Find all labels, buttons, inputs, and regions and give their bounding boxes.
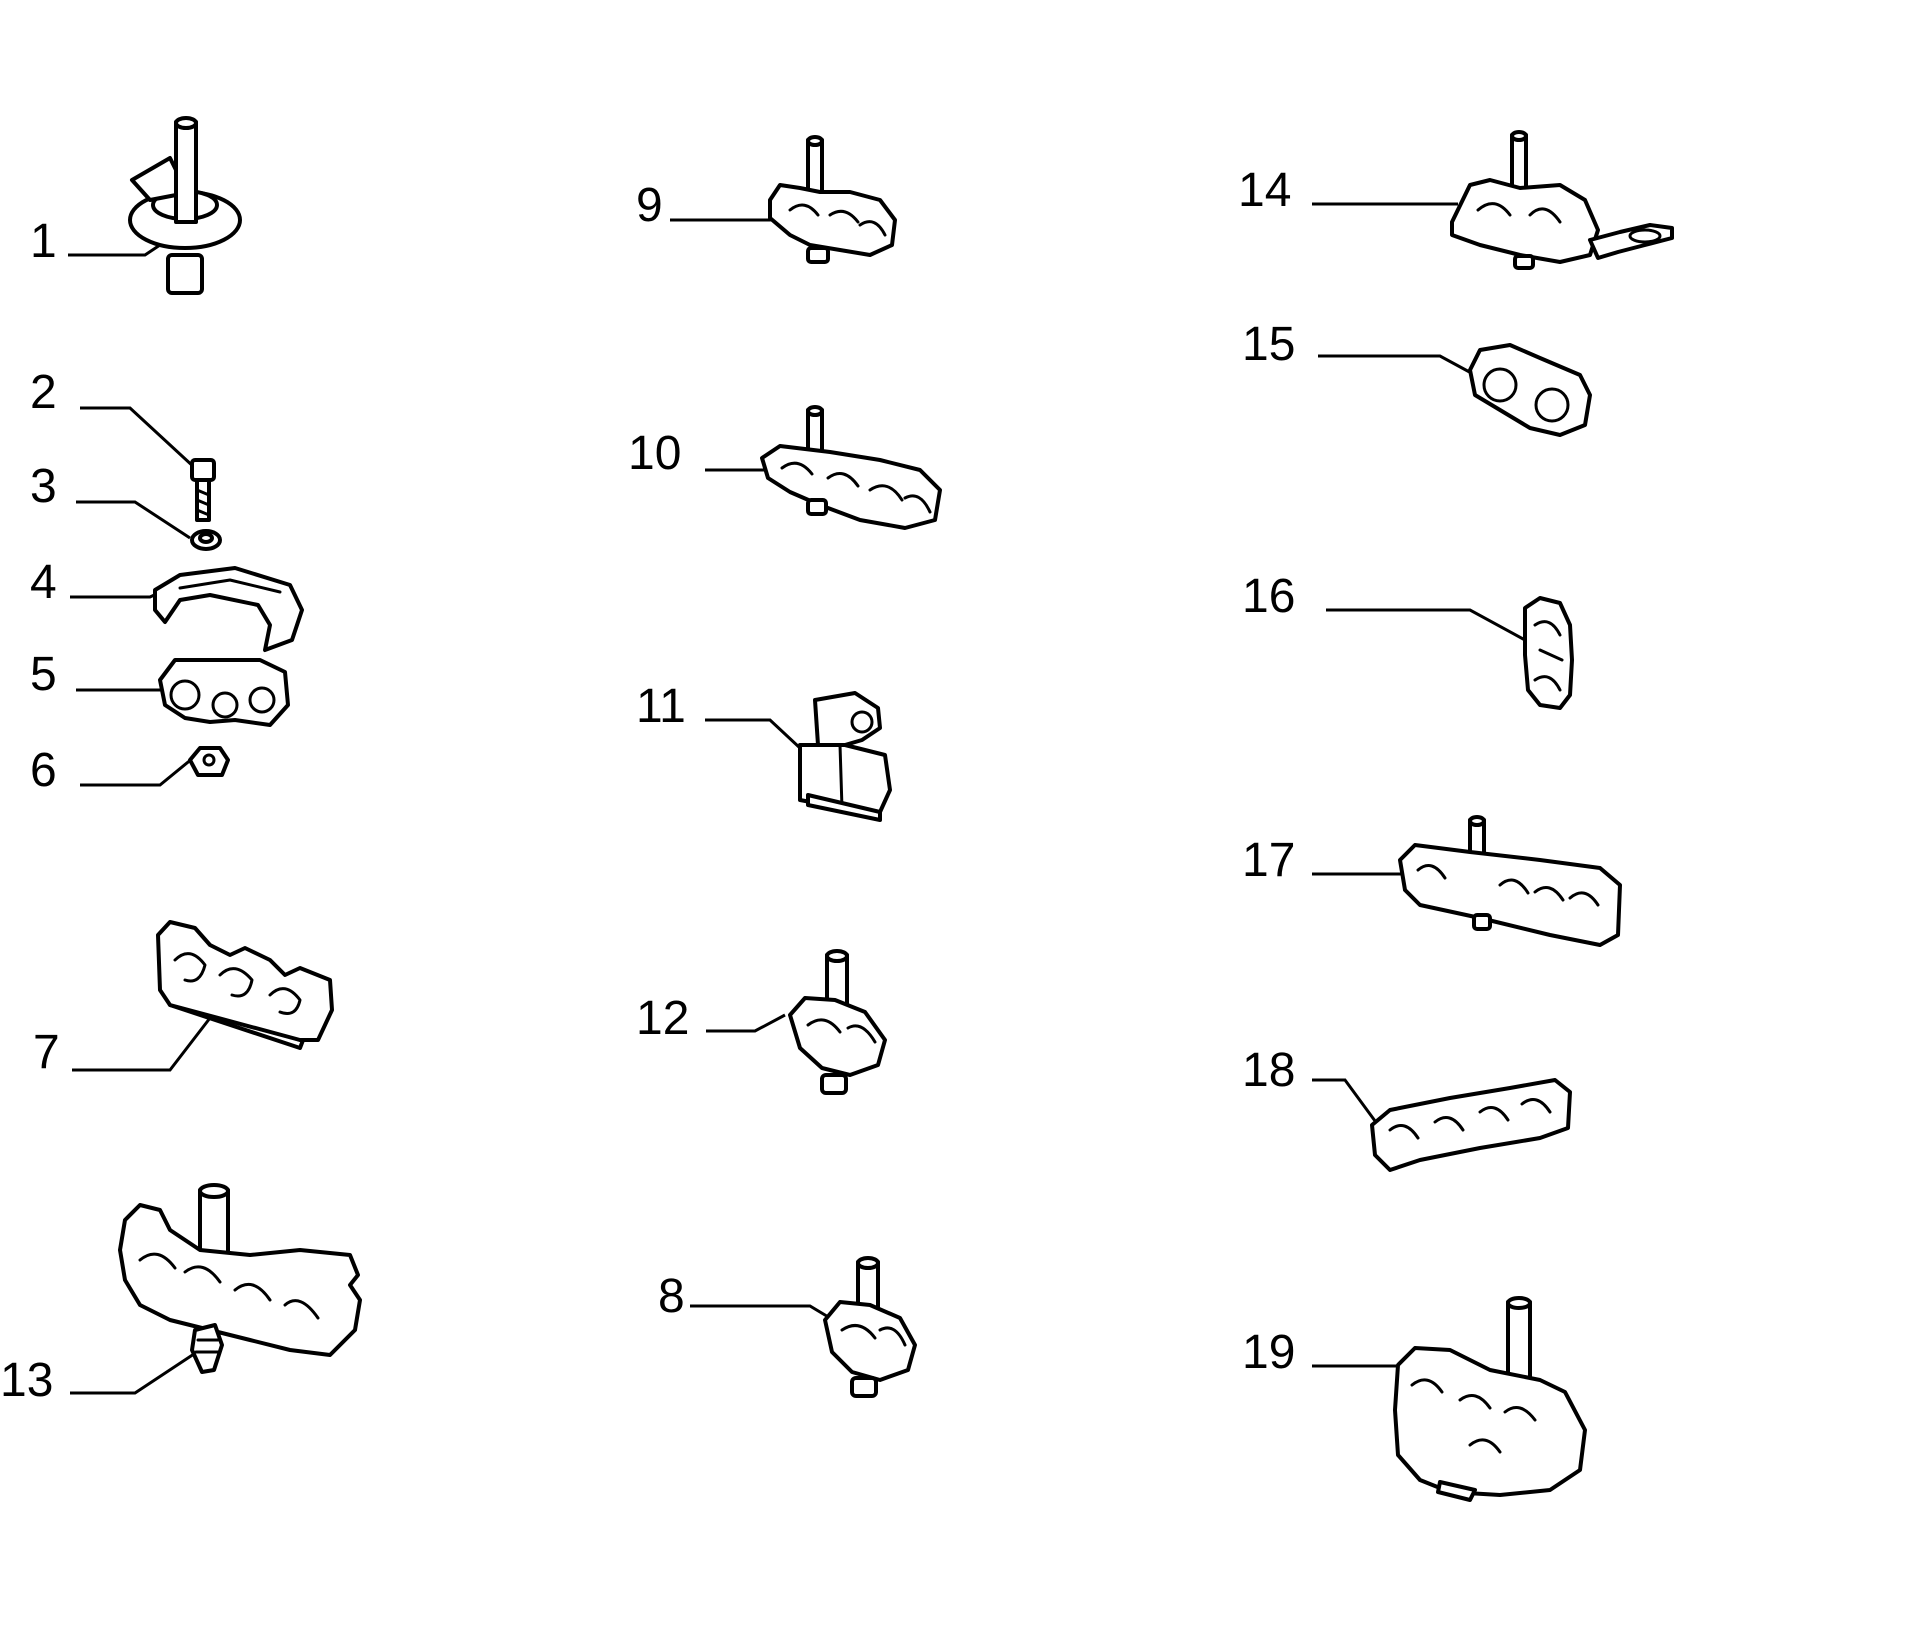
part-14-strap-clip <box>1450 130 1674 270</box>
part-5-triple-clip <box>158 658 290 727</box>
part-18-comb-clip <box>1370 1078 1572 1172</box>
callout-7: 7 <box>33 1026 60 1079</box>
leader-7 <box>72 1017 212 1072</box>
part-3-washer <box>190 529 222 551</box>
callout-1: 1 <box>30 215 57 268</box>
callout-15: 15 <box>1242 318 1295 371</box>
callout-6: 6 <box>30 744 57 797</box>
part-11-block-clip <box>798 691 892 822</box>
part-8-pin-clip <box>823 1256 917 1398</box>
leader-9 <box>670 210 781 222</box>
part-10-long-clip <box>760 405 942 530</box>
leader-16 <box>1326 608 1526 642</box>
callout-2: 2 <box>30 366 57 419</box>
part-6-nut <box>188 746 230 777</box>
leader-3 <box>76 500 191 540</box>
part-12-pin-clip <box>788 949 887 1095</box>
leader-11 <box>705 718 802 750</box>
part-1-pin-clip <box>128 116 242 295</box>
callout-3: 3 <box>30 460 57 513</box>
callout-10: 10 <box>628 427 681 480</box>
callout-9: 9 <box>636 179 663 232</box>
callout-8: 8 <box>658 1270 685 1323</box>
callout-14: 14 <box>1238 164 1291 217</box>
callout-12: 12 <box>636 992 689 1045</box>
part-7-clip-strip <box>156 920 334 1050</box>
leader-lines <box>68 202 1526 1395</box>
callout-13: 13 <box>0 1354 53 1407</box>
callout-11: 11 <box>636 680 686 733</box>
callout-4: 4 <box>30 556 57 609</box>
callout-18: 18 <box>1242 1044 1295 1097</box>
callout-5: 5 <box>30 648 57 701</box>
leader-12 <box>706 1013 786 1033</box>
callout-16: 16 <box>1242 570 1295 623</box>
part-4-cover <box>153 566 304 652</box>
leader-13 <box>70 1348 201 1395</box>
leader-6 <box>80 756 194 787</box>
leader-8 <box>690 1304 831 1320</box>
part-15-double-clip <box>1468 343 1592 437</box>
leader-18 <box>1312 1078 1380 1126</box>
part-2-bolt <box>190 458 216 522</box>
callout-17: 17 <box>1242 834 1295 887</box>
part-9-pin-clip <box>768 135 897 264</box>
leader-2 <box>80 406 197 470</box>
part-19-block-clip <box>1393 1296 1587 1502</box>
part-13-large-clip <box>118 1183 362 1374</box>
part-16-vertical-clip <box>1523 596 1574 710</box>
callout-19: 19 <box>1242 1326 1295 1379</box>
leader-1 <box>68 243 161 257</box>
leader-15 <box>1318 354 1476 377</box>
leader-4 <box>70 588 166 599</box>
part-17-long-multi-clip <box>1398 815 1622 947</box>
